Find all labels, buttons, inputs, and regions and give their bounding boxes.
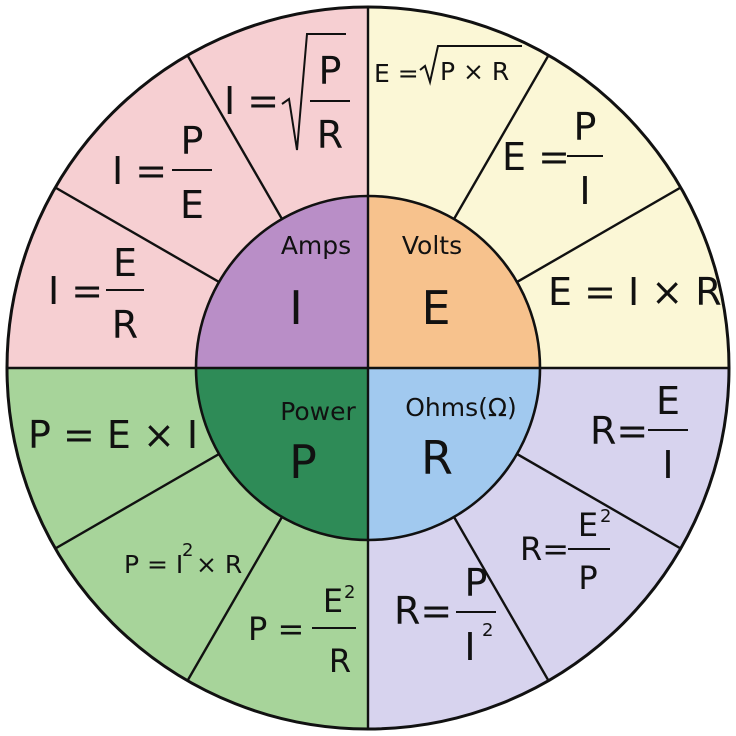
svg-text:R: R [112,303,138,347]
formula-r-e-over-i: R= E I [590,379,688,487]
svg-text:E: E [656,379,680,423]
volts-symbol: E [421,281,450,335]
ohms-inner-quadrant [368,368,540,540]
svg-text:2: 2 [482,620,493,641]
volts-label: Volts [402,231,462,260]
svg-text:R: R [317,113,343,157]
formula-r-e-squared-over-p: R= E 2 P [520,506,611,597]
svg-text:P: P [181,119,204,163]
svg-text:E =: E = [502,135,570,179]
svg-text:P: P [578,559,597,597]
svg-text:P =: P = [248,610,304,648]
svg-text:R=: R= [394,589,452,633]
svg-text:R=: R= [590,409,648,453]
formula-i-sqrt-p-over-r: I = P R [224,33,350,157]
formula-p-e-times-i: P = E × I [28,413,198,457]
svg-text:P: P [574,105,597,149]
svg-text:P: P [319,49,342,93]
svg-text:E: E [578,506,598,544]
svg-text:× R: × R [196,550,242,579]
formula-p-i-squared-r: P = I 2 × R [124,540,242,579]
svg-text:2: 2 [344,582,355,603]
svg-text:P × R: P × R [440,57,509,86]
amps-inner-quadrant [196,196,368,368]
formula-p-e-squared-over-r: P = E 2 R [248,582,356,680]
power-inner-quadrant [196,368,368,540]
svg-text:I =: I = [224,79,279,123]
svg-text:2: 2 [182,540,193,561]
power-symbol: P [289,435,317,489]
svg-text:I =: I = [48,269,103,313]
formula-r-p-over-i-squared: R= P I 2 [394,561,496,669]
sqrt-sign-icon [281,33,346,151]
sqrt-sign-icon [419,45,522,86]
svg-text:E: E [180,183,204,227]
svg-text:P: P [465,561,488,605]
svg-text:I: I [464,625,475,669]
inner-circle-border [194,194,542,542]
formula-e-i-times-r: E = I × R [548,270,722,314]
svg-text:E: E [113,241,137,285]
svg-text:R=: R= [520,530,569,568]
inner-circle [194,194,542,542]
amps-label: Amps [281,231,351,260]
amps-symbol: I [289,281,303,335]
ohms-symbol: R [421,431,453,485]
formula-e-sqrt-p-times-r: E = P × R [374,45,522,88]
formula-i-e-over-r: I = E R [48,241,144,347]
volts-inner-quadrant [368,196,540,368]
formula-e-p-over-i: E = P I [502,105,603,213]
svg-text:E: E [323,582,343,620]
svg-text:E =: E = [374,59,419,88]
svg-text:I =: I = [112,149,167,193]
power-label: Power [280,397,356,426]
svg-text:I: I [579,169,590,213]
outer-circle-border [5,5,731,731]
svg-text:I: I [662,443,673,487]
ohms-label: Ohms(Ω) [405,393,517,422]
svg-text:R: R [329,642,351,680]
formula-i-p-over-e: I = P E [112,119,212,227]
svg-text:P = I: P = I [124,550,183,579]
svg-text:2: 2 [600,506,611,527]
